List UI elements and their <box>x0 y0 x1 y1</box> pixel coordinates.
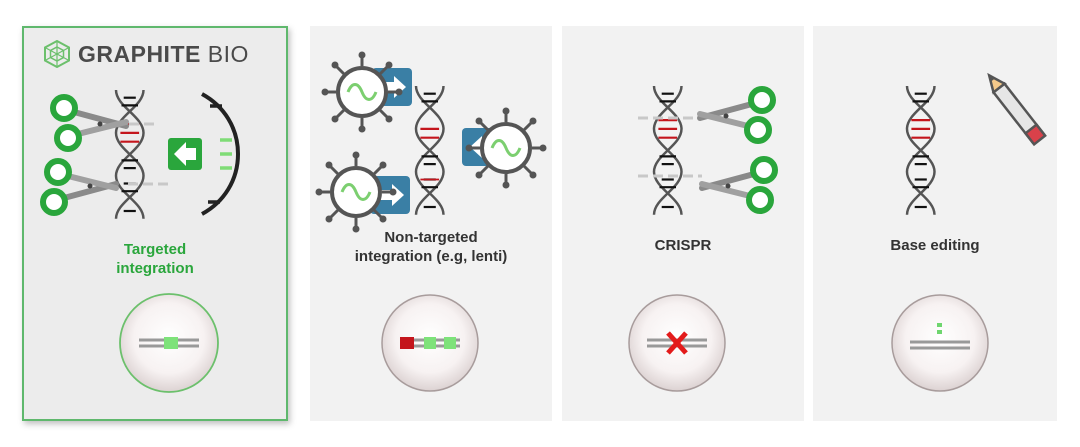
panel-targeted-integration: GRAPHITE BIO <box>22 26 288 421</box>
graphite-bio-logo: GRAPHITE BIO <box>44 40 249 68</box>
cell-icon <box>628 294 726 392</box>
cell-icon <box>119 293 219 393</box>
dna-helix <box>905 84 936 216</box>
panel-label: Base editing <box>890 237 980 254</box>
scissors-icon <box>43 161 116 213</box>
dna-helix <box>114 88 145 220</box>
donor-template <box>201 92 241 216</box>
cell-icon <box>381 294 479 392</box>
panel-label: Targeted integration <box>116 241 194 277</box>
logo-brand-light: BIO <box>207 40 249 67</box>
base-editing-art <box>891 72 1047 392</box>
panel-label: Non-targeted integration (e.g, lenti) <box>354 229 508 265</box>
virus-arrow <box>313 149 410 235</box>
virus-icon <box>313 149 399 235</box>
targeted-integration-art <box>24 88 241 393</box>
scissors-icon <box>702 159 775 211</box>
logo-brand-bold: GRAPHITE <box>78 40 201 67</box>
panel-crispr: CRISPR <box>562 26 804 421</box>
non-targeted-integration-art <box>313 49 549 392</box>
x-mark-icon <box>666 331 688 355</box>
panel-non-targeted-integration: Non-targeted integration (e.g, lenti) <box>310 26 552 421</box>
virus-icon <box>463 105 549 191</box>
crispr-art <box>628 84 804 392</box>
dna-helix <box>652 84 683 216</box>
hexagon-logo-icon <box>44 40 70 68</box>
arrow-left-icon <box>168 138 202 170</box>
scissors-icon <box>700 89 773 141</box>
dna-helix <box>414 84 445 216</box>
scissors-icon <box>53 97 126 149</box>
virus-arrow <box>462 105 549 191</box>
panel-label: CRISPR <box>654 237 712 254</box>
panel-base-editing: Base editing <box>813 26 1057 421</box>
pencil-icon <box>987 72 1047 147</box>
virus-arrow <box>319 49 412 135</box>
virus-icon <box>319 49 405 135</box>
cell-icon <box>891 294 989 392</box>
